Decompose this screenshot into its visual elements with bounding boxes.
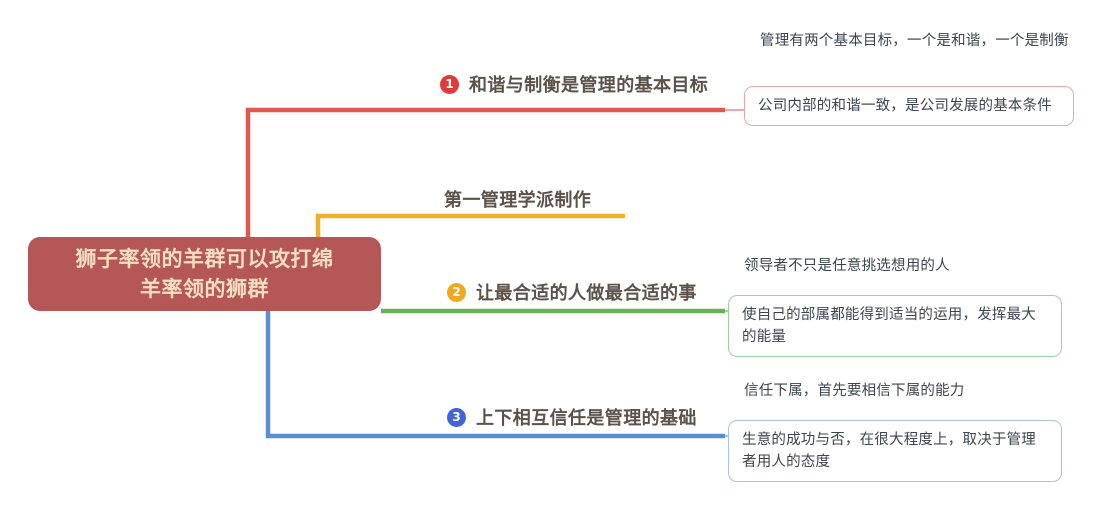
central-node[interactable]: 狮子率领的羊群可以攻打绵 羊率领的狮群 xyxy=(28,237,381,311)
branch-topic-orange[interactable]: 第一管理学派制作 xyxy=(444,186,591,212)
branch-1-label: 和谐与制衡是管理的基本目标 xyxy=(469,75,709,96)
branch-1-number-badge: 1 xyxy=(440,74,459,94)
branch-2-label: 让最合适的人做最合适的事 xyxy=(476,283,697,304)
branch-2-number-badge: 2 xyxy=(447,282,466,302)
connector-branch-1 xyxy=(245,107,725,258)
central-node-line-1: 狮子率领的羊群可以攻打绵 xyxy=(75,247,334,271)
branch-topic-2[interactable]: 2 让最合适的人做最合适的事 xyxy=(447,279,697,305)
central-node-line-2: 羊率领的狮群 xyxy=(140,277,269,301)
leaf-node-3-1[interactable]: 信任下属，首先要相信下属的能力 xyxy=(744,383,965,399)
leaf-node-2-1[interactable]: 领导者不只是任意挑选想用的人 xyxy=(744,258,950,274)
leaf-node-1-1[interactable]: 管理有两个基本目标，一个是和谐，一个是制衡 xyxy=(760,33,1069,49)
branch-topic-3[interactable]: 3 上下相互信任是管理的基础 xyxy=(447,404,697,430)
branch-orange-label: 第一管理学派制作 xyxy=(444,190,592,211)
leaf-node-1-2[interactable]: 公司内部的和谐一致，是公司发展的基本条件 xyxy=(744,86,1074,126)
branch-3-number-badge: 3 xyxy=(447,407,466,427)
central-node-label: 狮子率领的羊群可以攻打绵 羊率领的狮群 xyxy=(76,244,334,304)
branch-topic-1[interactable]: 1 和谐与制衡是管理的基本目标 xyxy=(440,71,708,97)
leaf-node-2-2[interactable]: 使自己的部属都能得到适当的运用，发挥最大的能量 xyxy=(728,295,1062,357)
branch-3-label: 上下相互信任是管理的基础 xyxy=(476,408,697,429)
leaf-node-3-2[interactable]: 生意的成功与否，在很大程度上，取决于管理者用人的态度 xyxy=(728,420,1062,482)
